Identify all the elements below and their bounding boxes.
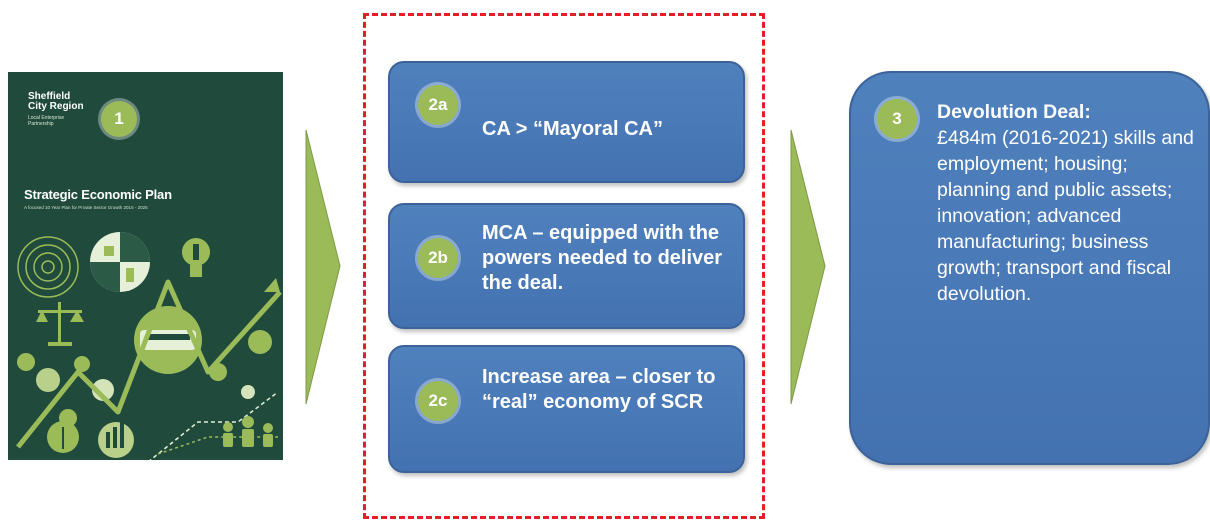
stage-2b-label: MCA – equipped with the powers needed to… xyxy=(482,222,723,294)
devolution-deal-heading: Devolution Deal: xyxy=(937,101,1091,123)
stage-2c-box: 2c Increase area – closer to “real” econ… xyxy=(388,345,745,473)
lightbulb-icon xyxy=(182,238,210,277)
pie-icon xyxy=(90,232,150,292)
stage-2a-box: 2a CA > “Mayoral CA” xyxy=(388,61,745,183)
step-2a-badge: 2a xyxy=(418,85,458,125)
devolution-deal-body: £484m (2016-2021) skills and employment;… xyxy=(937,127,1194,305)
cover-subtitle: A focused 10 Year Plan for Private Secto… xyxy=(24,205,148,210)
cover-brand: Sheffield City Region Local Enterprise P… xyxy=(28,91,88,128)
step-3-badge: 3 xyxy=(877,99,917,139)
cover-brand-line2: City Region xyxy=(28,101,84,112)
stage-2b-box: 2b MCA – equipped with the powers needed… xyxy=(388,203,745,329)
scales-icon xyxy=(36,302,84,346)
strategic-economic-plan-cover: Sheffield City Region Local Enterprise P… xyxy=(8,72,283,460)
right-arrow-icon xyxy=(790,129,826,405)
cover-title: Strategic Economic Plan xyxy=(24,187,172,202)
cover-brand-sub: Local Enterprise Partnership xyxy=(28,115,65,127)
devolution-deal-box: 3 Devolution Deal: £484m (2016-2021) ski… xyxy=(849,71,1210,465)
rising-arrow-icon xyxy=(16,278,282,460)
target-icon xyxy=(17,236,79,298)
decorative-dots xyxy=(17,330,272,427)
stage-2a-label: CA > “Mayoral CA” xyxy=(482,118,663,140)
step-2b-badge: 2b xyxy=(418,238,458,278)
cover-brand-line1: Sheffield xyxy=(28,91,71,102)
cover-illustration xyxy=(16,232,282,460)
people-icon xyxy=(223,416,273,447)
right-arrow-icon xyxy=(305,129,341,405)
stage-2c-label: Increase area – closer to “real” economy… xyxy=(482,366,716,413)
step-2c-badge: 2c xyxy=(418,381,458,421)
stage-2-group xyxy=(363,13,765,519)
devolution-deal-text: Devolution Deal: £484m (2016-2021) skill… xyxy=(937,99,1205,307)
bar-icon xyxy=(98,422,134,458)
step-1-badge: 1 xyxy=(101,101,137,137)
wind-turbine-icon xyxy=(47,421,79,453)
